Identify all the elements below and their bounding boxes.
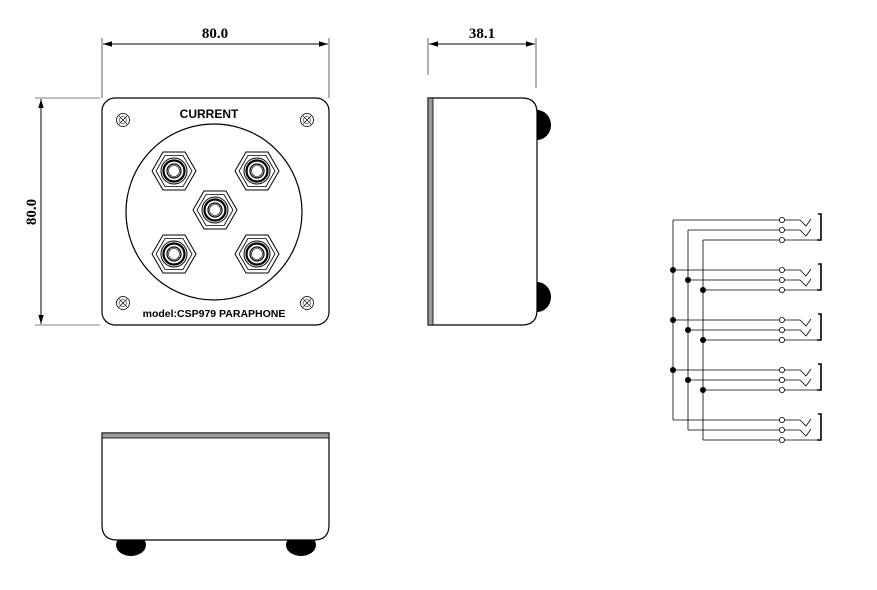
jack-5-terminal-1: [779, 416, 786, 423]
screw-bottom-left: [116, 296, 130, 310]
jack-5-terminal-2: [779, 426, 786, 433]
jack-4-junction-2: [685, 377, 691, 383]
jack-4-junction-3: [700, 387, 706, 393]
side-foot-bottom: [537, 282, 551, 312]
jack-1-terminal-2: [779, 226, 786, 233]
wiring-schematic: [670, 213, 822, 443]
jack-3-contact-tip: [785, 318, 812, 327]
jack-4-junction-1: [670, 367, 676, 373]
jack-3-frame: [817, 313, 822, 341]
screw-top-right: [300, 113, 314, 127]
side-body-outline: [427, 97, 538, 326]
jack-3-terminal-2: [779, 326, 786, 333]
jack-3-terminal-1: [779, 316, 786, 323]
jack-1-contact-ring: [785, 228, 812, 237]
jack-3-junction-2: [685, 327, 691, 333]
jack-4-terminal-1: [779, 366, 786, 373]
side-view: 38.1: [427, 26, 551, 326]
front-view: 80.0 80.0 CURRENT model:CSP979 PARAPHONE: [24, 26, 330, 326]
screw-bottom-right: [300, 296, 314, 310]
side-depth-label: 38.1: [469, 26, 495, 42]
jack-2-terminal-2: [779, 276, 786, 283]
screw-top-left: [116, 113, 130, 127]
bottom-front-bezel: [101, 432, 330, 439]
jack-2-contact-ring: [785, 278, 812, 287]
jack-5-contact-tip: [785, 418, 812, 427]
bottom-view: [101, 432, 330, 556]
jack-2-junction-3: [700, 287, 706, 293]
jack-1-terminal-3: [779, 236, 786, 243]
jack-2-junction-2: [685, 277, 691, 283]
panel-title: CURRENT: [180, 107, 239, 121]
panel-model: model:CSP979 PARAPHONE: [143, 308, 286, 320]
jack-5-frame: [817, 413, 822, 441]
jack-2-frame: [817, 263, 822, 291]
jack-4-terminal-2: [779, 376, 786, 383]
jack-3-contact-ring: [785, 328, 812, 337]
jack-3-junction-1: [670, 317, 676, 323]
jack-5-contact-ring: [785, 428, 812, 437]
front-height-label: 80.0: [24, 199, 40, 225]
bottom-body-outline: [101, 432, 330, 541]
jack-2-terminal-1: [779, 266, 786, 273]
jack-4-contact-ring: [785, 378, 812, 387]
side-front-bezel: [427, 97, 434, 326]
jack-2-terminal-3: [779, 286, 786, 293]
jack-3-junction-3: [700, 337, 706, 343]
jack-3-terminal-3: [779, 336, 786, 343]
jack-4-terminal-3: [779, 386, 786, 393]
jack-1-terminal-1: [779, 216, 786, 223]
jack-5-terminal-3: [779, 436, 786, 443]
front-width-label: 80.0: [202, 26, 228, 42]
jack-2-junction-1: [670, 267, 676, 273]
jack-1-frame: [817, 213, 822, 241]
jack-4-frame: [817, 363, 822, 391]
jack-4-contact-tip: [785, 368, 812, 377]
jack-2-contact-tip: [785, 268, 812, 277]
jack-1-contact-tip: [785, 218, 812, 227]
side-foot-top: [537, 110, 551, 140]
